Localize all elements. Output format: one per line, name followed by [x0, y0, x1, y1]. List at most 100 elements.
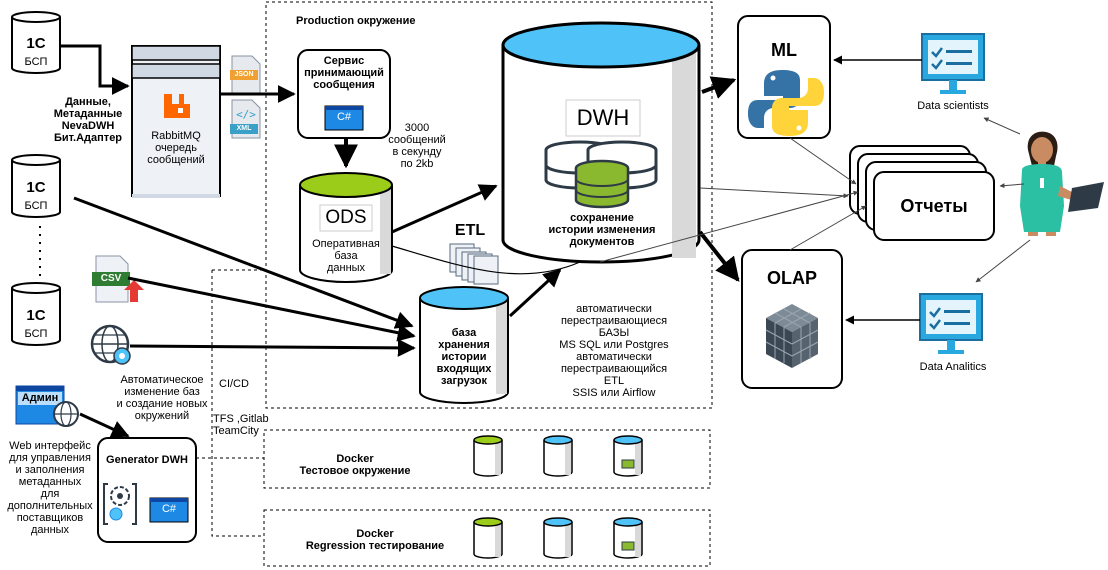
tfs-line: TeamCity [213, 425, 259, 437]
monitor-checklist-icon [921, 33, 985, 94]
web-ui-line: данных [30, 524, 70, 536]
service-line: принимающий [304, 67, 384, 79]
tfs-line: TFS ,Gitlab [213, 413, 269, 425]
python-icon [748, 70, 824, 136]
staging-line: хранения [438, 339, 490, 351]
data-label-line: Данные, [65, 96, 111, 108]
web-ui-line: для [40, 488, 60, 500]
onec-db-3 [11, 282, 61, 346]
staging-line: загрузок [441, 375, 487, 387]
rate-line: по 2kb [400, 158, 434, 170]
onec-label-1: 1C [26, 35, 46, 52]
rate-line: в секунду [392, 146, 442, 158]
csharp-label: C# [336, 111, 352, 123]
docker-regression-line: Docker [356, 528, 394, 540]
svg-text:</>: </> [236, 108, 256, 121]
rabbitmq-line: RabbitMQ [151, 130, 201, 142]
data-label-line: Метаданные [53, 108, 123, 120]
cicd-label: CI/CD [219, 378, 249, 390]
json-tag: JSON [234, 71, 254, 78]
docker-test-cylinder-blue [543, 435, 573, 477]
ods-line: Оперативная [312, 238, 380, 250]
bsp-label-1: БСП [24, 56, 48, 68]
staging-line: входящих [436, 363, 492, 375]
rabbitmq-server [131, 45, 221, 198]
rate-label: 3000 сообщений в секунду по 2kb [386, 122, 448, 170]
docker-regression-container [263, 509, 711, 567]
docker-regression-cylinder-blue [543, 517, 573, 559]
auto-note-line: БАЗЫ [598, 327, 630, 339]
staging-cylinder [419, 286, 509, 404]
web-ui-label: Web интерфейс для управления и заполнени… [2, 440, 98, 536]
onec-label-2: 1C [26, 179, 46, 196]
docker-test-cylinder-green [473, 435, 503, 477]
onec-db-1 [11, 11, 61, 74]
dwh-title: DWH [576, 105, 630, 130]
monitor-checklist-icon-analitics [919, 293, 983, 354]
xml-tag: XML [236, 125, 252, 132]
data-analitics-label: Data Analitics [919, 361, 987, 373]
web-ui-line: дополнительных [7, 500, 93, 512]
onec-db-2 [11, 154, 61, 218]
rate-line: 3000 [404, 122, 430, 134]
staging-line: база [451, 327, 477, 339]
cicd-lines [196, 269, 265, 537]
auto-note-line: автоматически [576, 303, 652, 315]
globe-gear-icon [90, 324, 131, 365]
auto-note-line: ETL [603, 375, 625, 387]
reports-label: Отчеты [900, 196, 968, 216]
csharp-icon [324, 105, 364, 131]
admin-window-icon [15, 385, 79, 427]
docker-regression-label: Docker Regression тестирование [290, 528, 460, 552]
auto-change-line: и создание новых [116, 398, 208, 410]
ods-cylinder [299, 172, 393, 283]
onec-label-3: 1C [26, 307, 46, 324]
data-labels: Данные, Метаданные NevaDWH Бит.Адаптер [46, 96, 130, 144]
docker-regression-cylinder-dwh [613, 517, 643, 559]
ods-title: ODS [325, 207, 367, 228]
etl-documents-icon [449, 243, 499, 285]
database-stack-icon [544, 140, 658, 209]
auto-change-line: изменение баз [124, 386, 200, 398]
web-ui-line: для управления [9, 452, 91, 464]
rabbitmq-label: RabbitMQ очередь сообщений [134, 130, 218, 166]
olap-label: OLAP [766, 268, 817, 288]
bsp-label-2: БСП [24, 200, 48, 212]
service-line: Сервис [323, 55, 365, 67]
docker-test-container [263, 429, 711, 489]
tfs-label: TFS ,Gitlab TeamCity [213, 413, 283, 437]
csv-tag: CSV [100, 273, 122, 284]
data-label-line: Бит.Адаптер [53, 132, 123, 144]
person-icon [1020, 131, 1104, 236]
auto-note-line: перестраивающиеся [560, 315, 668, 327]
dwh-line: истории изменения [548, 224, 656, 236]
service-label: Сервис принимающий сообщения [300, 55, 388, 91]
reports-stack [849, 145, 995, 241]
olap-cube-icon [765, 304, 819, 368]
dwh-desc: сохранение истории изменения документов [540, 212, 664, 248]
arrows [60, 44, 1031, 438]
docker-regression-cylinder-green [473, 517, 503, 559]
rabbitmq-icon [164, 94, 190, 118]
csharp-icon-generator [149, 497, 189, 523]
ods-line: база [334, 250, 358, 262]
ods-desc: Оперативная база данных [304, 238, 388, 274]
production-container [265, 1, 713, 409]
csv-file-icon [92, 255, 144, 303]
rabbitmq-line: сообщений [147, 154, 205, 166]
data-label-line: NevaDWH [61, 120, 115, 132]
auto-note-line: перестраивающийся [560, 363, 668, 375]
docker-test-line: Docker [336, 453, 374, 465]
etl-label: ETL [454, 222, 486, 239]
service-line: сообщения [313, 79, 375, 91]
docker-regression-line: Regression тестирование [305, 540, 445, 552]
csharp-label-generator: C# [161, 503, 177, 515]
auto-notes: автоматически перестраивающиеся БАЗЫ MS … [544, 303, 684, 399]
staging-line: истории [441, 351, 487, 363]
dwh-line: документов [569, 236, 635, 248]
docker-test-line: Тестовое окружение [299, 465, 411, 477]
web-ui-line: поставщиков [16, 512, 84, 524]
rate-line: сообщений [388, 134, 446, 146]
bsp-label-3: БСП [24, 328, 48, 340]
staging-label: база хранения истории входящих загрузок [424, 327, 504, 387]
